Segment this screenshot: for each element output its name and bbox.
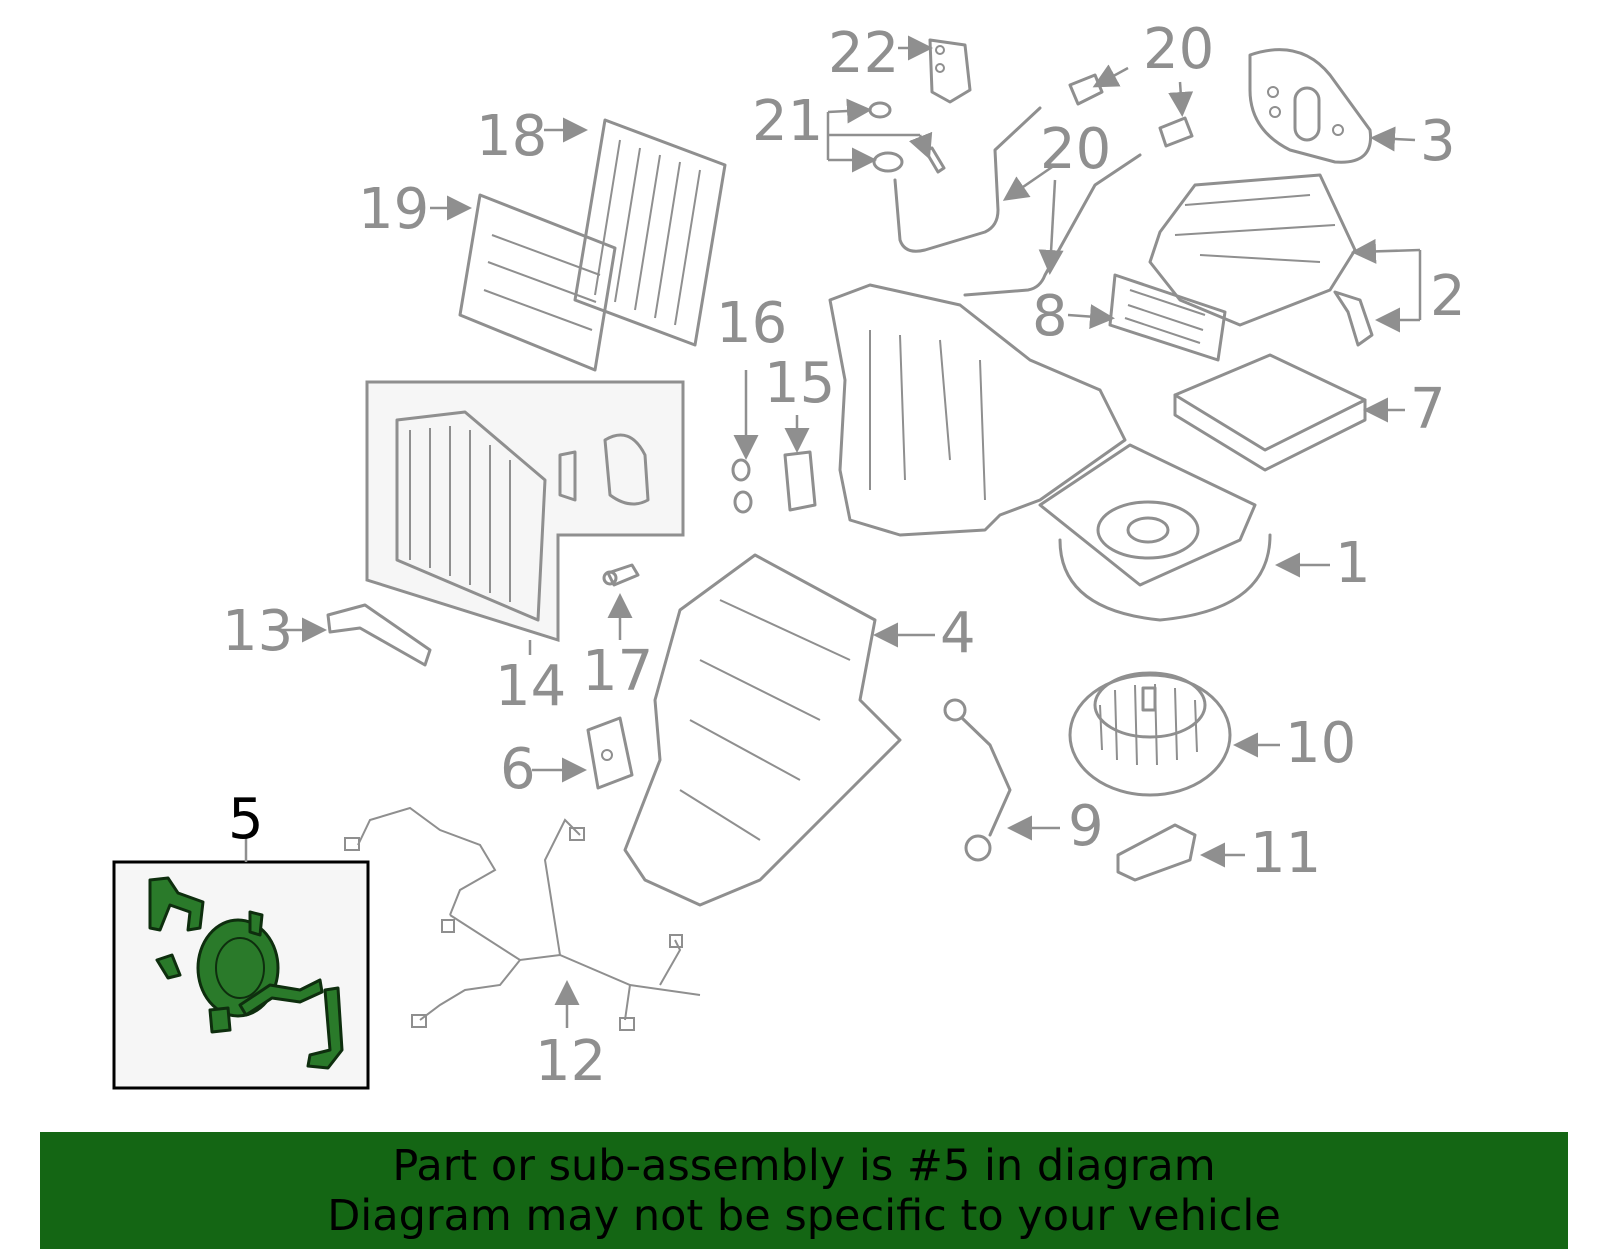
callout-7: 7 <box>1410 377 1446 442</box>
callout-20-top: 20 <box>1143 17 1214 82</box>
callout-21: 21 <box>752 89 823 154</box>
callout-16: 16 <box>716 291 787 356</box>
callout-18: 18 <box>476 104 547 169</box>
part-10-blower-motor <box>1068 671 1232 797</box>
callout-19: 19 <box>358 177 429 242</box>
part-7-filter <box>1173 353 1367 472</box>
part-1-blower-housing <box>1038 443 1272 622</box>
callout-9: 9 <box>1068 794 1104 859</box>
part-21-seals <box>868 101 946 174</box>
callout-11: 11 <box>1250 821 1321 886</box>
part-20-fittings <box>1068 73 1194 148</box>
part-2-housing <box>1148 173 1374 347</box>
part-9-hose <box>943 698 1012 862</box>
callout-12: 12 <box>535 1029 606 1094</box>
part-16-orings <box>731 458 753 514</box>
part-18-heater-core <box>573 118 727 347</box>
part-12-harness <box>344 806 701 1031</box>
part-4-distribution-housing <box>623 553 902 907</box>
part-3-gasket <box>1248 48 1373 164</box>
callout-14: 14 <box>495 654 566 719</box>
callout-15: 15 <box>764 351 835 416</box>
part-14-evaporator-box <box>365 380 685 643</box>
part-11-cover <box>1116 823 1197 882</box>
callout-20-mid: 20 <box>1040 117 1111 182</box>
hvac-exploded-diagram: 1 2 3 4 5 6 7 8 9 10 11 12 13 14 15 16 1… <box>112 17 1466 1094</box>
part-19-panel <box>458 193 617 372</box>
callout-1: 1 <box>1335 531 1371 596</box>
info-banner: Part or sub-assembly is #5 in diagram Di… <box>40 1132 1568 1249</box>
part-13-sensor <box>326 603 432 667</box>
part-22-bracket <box>928 38 972 104</box>
part-8-grille <box>1108 273 1227 362</box>
callout-arrows <box>244 35 1422 1028</box>
part-17-screw <box>602 563 640 587</box>
part-20-lines <box>893 106 1142 297</box>
callout-10: 10 <box>1285 711 1356 776</box>
callout-22: 22 <box>828 21 899 86</box>
callout-2: 2 <box>1430 264 1466 329</box>
main-housing <box>828 283 1127 537</box>
callout-17: 17 <box>582 639 653 704</box>
banner-line-1: Part or sub-assembly is #5 in diagram <box>392 1140 1216 1191</box>
part-15-valve <box>783 450 817 512</box>
part-5-highlight-box <box>112 860 370 1090</box>
part-6-actuator <box>586 716 634 790</box>
callout-5: 5 <box>228 787 264 852</box>
callout-6: 6 <box>500 737 536 802</box>
callout-13: 13 <box>222 599 293 664</box>
callout-4: 4 <box>940 601 976 666</box>
callout-3: 3 <box>1420 109 1456 174</box>
callout-8: 8 <box>1032 284 1068 349</box>
banner-line-2: Diagram may not be specific to your vehi… <box>327 1190 1281 1241</box>
callout-labels: 1 2 3 4 5 6 7 8 9 10 11 12 13 14 15 16 1… <box>222 17 1466 1094</box>
